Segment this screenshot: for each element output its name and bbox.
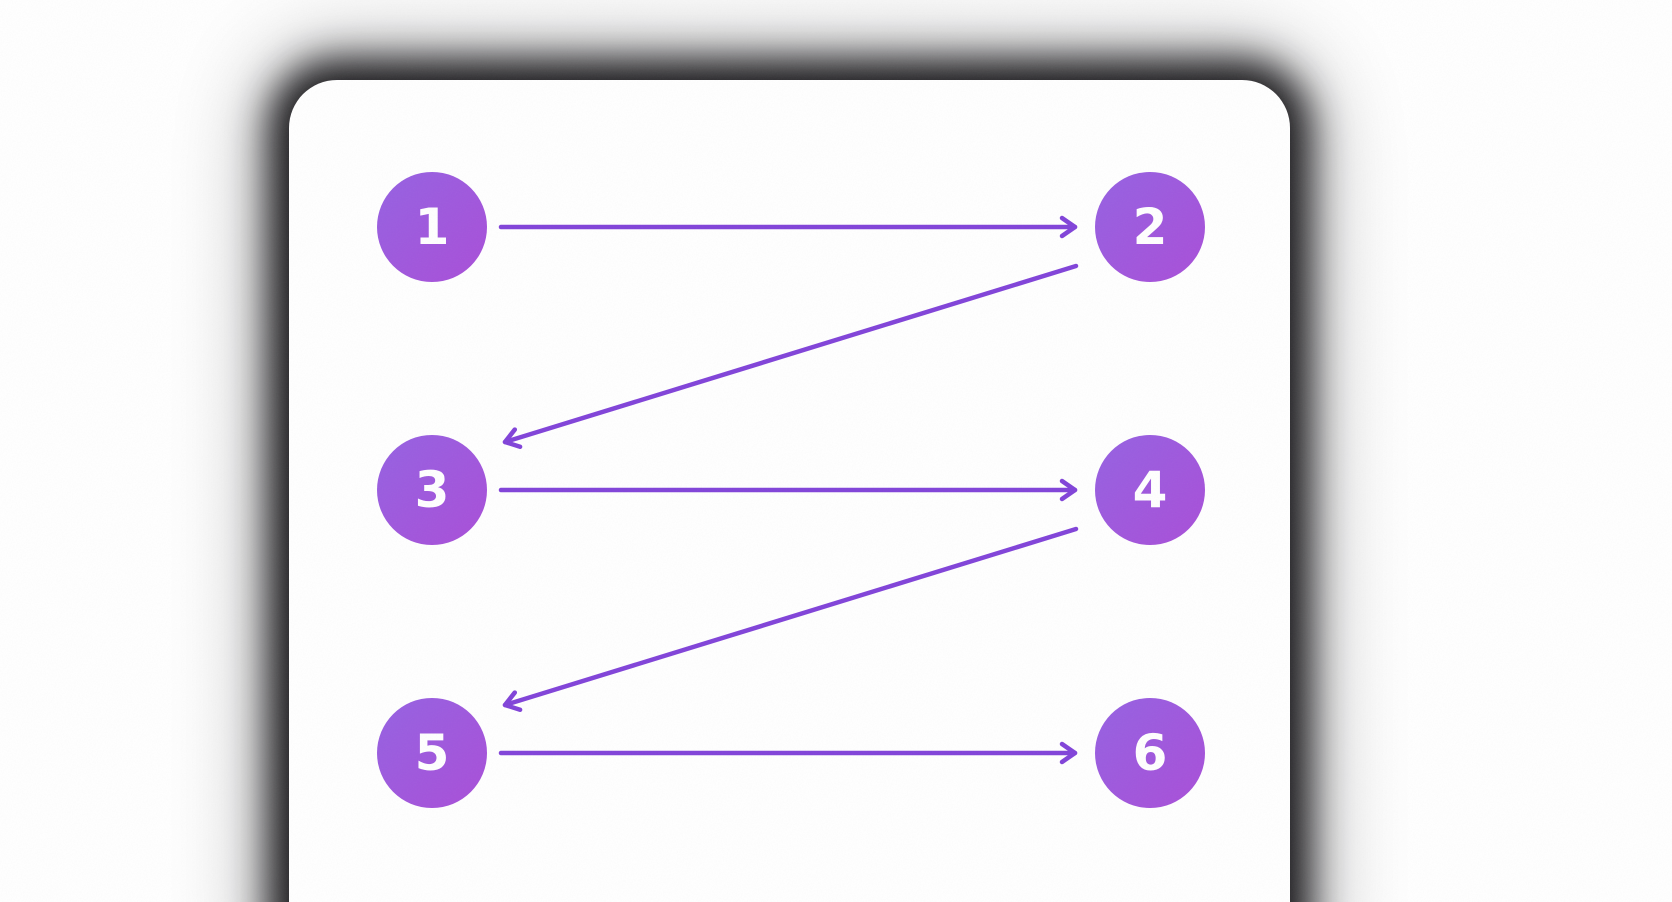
node-5: 5: [377, 698, 487, 808]
arrow-4-5: [502, 526, 1079, 713]
node-3: 3: [377, 435, 487, 545]
node-4: 4: [1095, 435, 1205, 545]
node-5-label: 5: [414, 724, 450, 782]
node-6-label: 6: [1132, 724, 1168, 782]
node-3-label: 3: [414, 461, 450, 519]
arrow-2-3: [502, 263, 1079, 450]
node-1: 1: [377, 172, 487, 282]
node-6: 6: [1095, 698, 1205, 808]
diagram-card: 1 2 3 4 5 6: [289, 80, 1290, 902]
node-2-label: 2: [1132, 198, 1168, 256]
node-1-label: 1: [414, 198, 450, 256]
node-2: 2: [1095, 172, 1205, 282]
node-4-label: 4: [1132, 461, 1168, 519]
